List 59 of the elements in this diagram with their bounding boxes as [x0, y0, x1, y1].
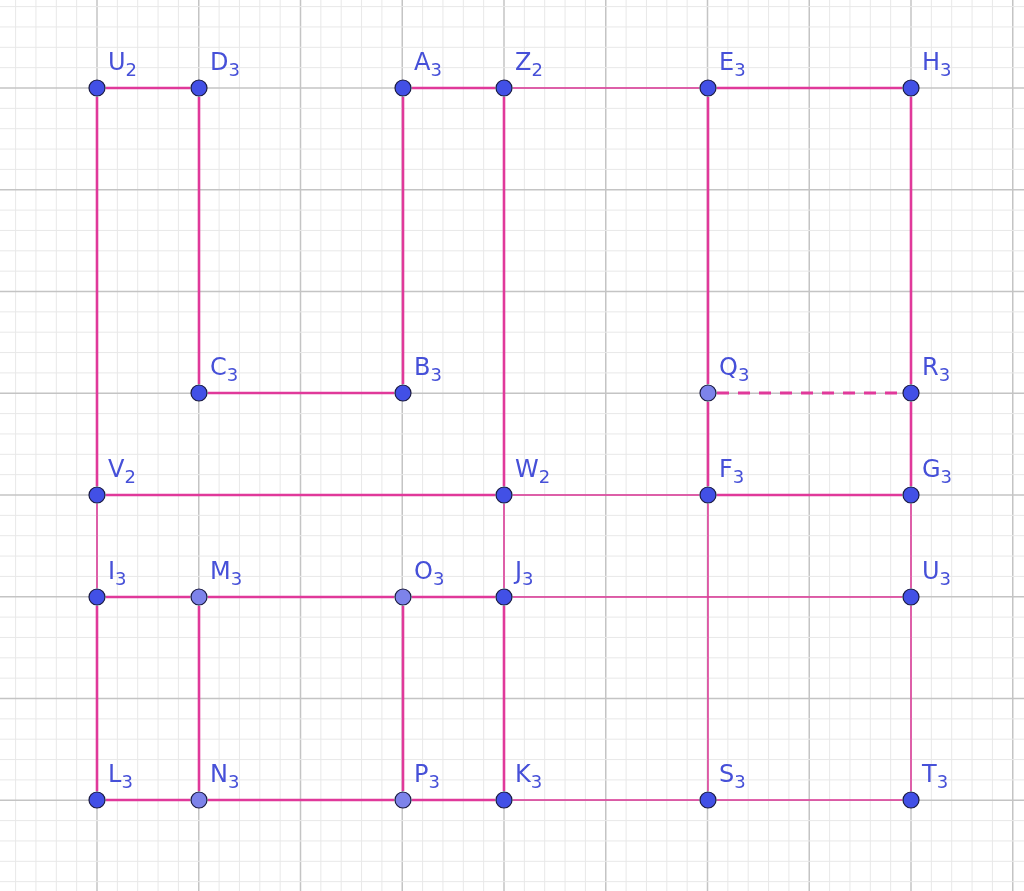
segment: [106, 595, 190, 599]
segment: [95, 606, 99, 791]
segment: [502, 97, 506, 486]
segment: [95, 97, 99, 486]
segment: [909, 97, 913, 384]
segment: [208, 595, 394, 599]
point-label: K$_{3}$: [515, 759, 543, 789]
point-label: U$_{2}$: [108, 47, 138, 77]
point-label: S$_{3}$: [719, 759, 746, 789]
segment: [208, 391, 394, 395]
segment: [716, 799, 903, 801]
point-label: H$_{3}$: [922, 47, 952, 77]
segment: [197, 606, 201, 791]
segment: [512, 596, 903, 598]
point-label: J$_{3}$: [515, 556, 534, 586]
point-label: W$_{2}$: [515, 454, 551, 484]
point-label: E$_{3}$: [719, 47, 746, 77]
segment: [706, 97, 710, 384]
segment: [910, 605, 912, 792]
point-label: M$_{3}$: [210, 556, 243, 586]
segment: [96, 503, 98, 589]
point-label: C$_{3}$: [210, 352, 239, 382]
segment: [717, 86, 902, 90]
segment: [412, 798, 495, 802]
segment: [503, 503, 505, 589]
segment: [401, 97, 405, 384]
segment: [512, 87, 700, 89]
point-label: F$_{3}$: [719, 454, 745, 484]
segment: [706, 402, 710, 486]
point-label: G$_{3}$: [922, 454, 953, 484]
segment: [909, 402, 913, 486]
point-label: O$_{3}$: [414, 556, 445, 586]
point-label: V$_{2}$: [108, 454, 136, 484]
point-label: B$_{3}$: [414, 352, 442, 382]
point-label: D$_{3}$: [210, 47, 240, 77]
point-label: A$_{3}$: [414, 47, 442, 77]
segment: [197, 97, 201, 384]
segment: [412, 86, 495, 90]
segment: [707, 503, 709, 792]
segment: [106, 798, 190, 802]
point-label: N$_{3}$: [210, 759, 240, 789]
segment: [910, 503, 912, 589]
point-label: L$_{3}$: [108, 759, 133, 789]
point-label: Z$_{2}$: [515, 47, 543, 77]
point-label: U$_{3}$: [922, 556, 952, 586]
point-label: Q$_{3}$: [719, 352, 750, 382]
segment: [502, 606, 506, 791]
point-label: R$_{3}$: [922, 352, 951, 382]
segment: [412, 595, 495, 599]
segment: [106, 493, 495, 497]
segment: [208, 798, 394, 802]
segment: [512, 494, 700, 496]
point-label: P$_{3}$: [414, 759, 440, 789]
segment: [401, 606, 405, 791]
segment: [512, 799, 700, 801]
segment: [717, 493, 902, 497]
point-label: T$_{3}$: [922, 759, 949, 789]
segment: [106, 86, 190, 90]
point-label: I$_{3}$: [108, 556, 127, 586]
